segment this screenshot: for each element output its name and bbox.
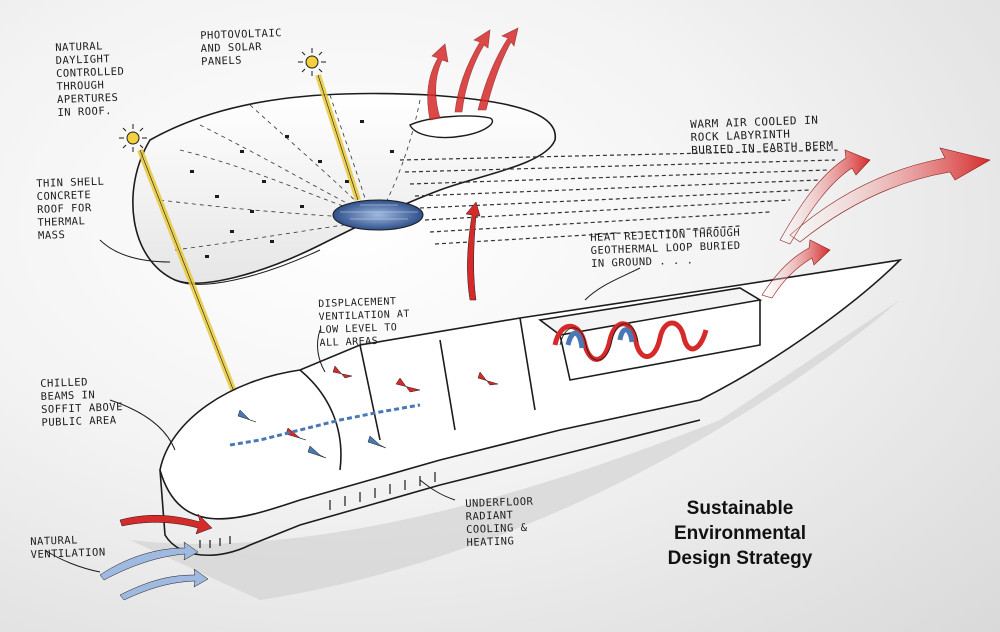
rock-labyrinth — [552, 320, 709, 362]
building-section — [159, 258, 903, 557]
exhaust-arrows — [427, 27, 519, 121]
ventilation-arrows — [99, 201, 499, 601]
sun-icon — [119, 124, 147, 152]
note-heat-rejection: Heat rejection through geothermal loop b… — [590, 226, 741, 270]
air-flow-field — [399, 149, 841, 245]
diagram-caption: Sustainable Environmental Design Strateg… — [620, 496, 860, 571]
sun-icon — [298, 48, 326, 76]
note-displacement-ventilation: Displacement ventilation at low level to… — [318, 296, 411, 349]
roof-shell — [132, 92, 556, 285]
underfloor-pipes — [199, 472, 436, 548]
roof-aperture — [409, 115, 494, 139]
note-underfloor-cooling: Underfloor radiant cooling & heating — [465, 495, 534, 549]
note-photovoltaic: Photovoltaic And solar panels — [200, 27, 283, 68]
photovoltaic-panel — [332, 199, 424, 231]
note-warm-air-labyrinth: Warm air cooled in Rock Labyrinth buried… — [690, 113, 834, 157]
note-natural-daylight: Natural Daylight Controlled Through Aper… — [55, 40, 125, 119]
warm-air-arrows — [761, 147, 991, 299]
leader-lines — [44, 239, 641, 573]
caption-line-1: Sustainable Environmental — [674, 498, 806, 544]
caption-line-2: Design Strategy — [667, 548, 813, 569]
daylight-shaft — [137, 74, 361, 422]
note-natural-ventilation: Natural ventilation — [30, 534, 106, 561]
ground-shadow — [130, 300, 900, 600]
note-thin-shell-roof: Thin shell concrete roof for thermal mas… — [36, 175, 105, 242]
note-chilled-beams: Chilled beams in soffit above public are… — [40, 376, 124, 429]
